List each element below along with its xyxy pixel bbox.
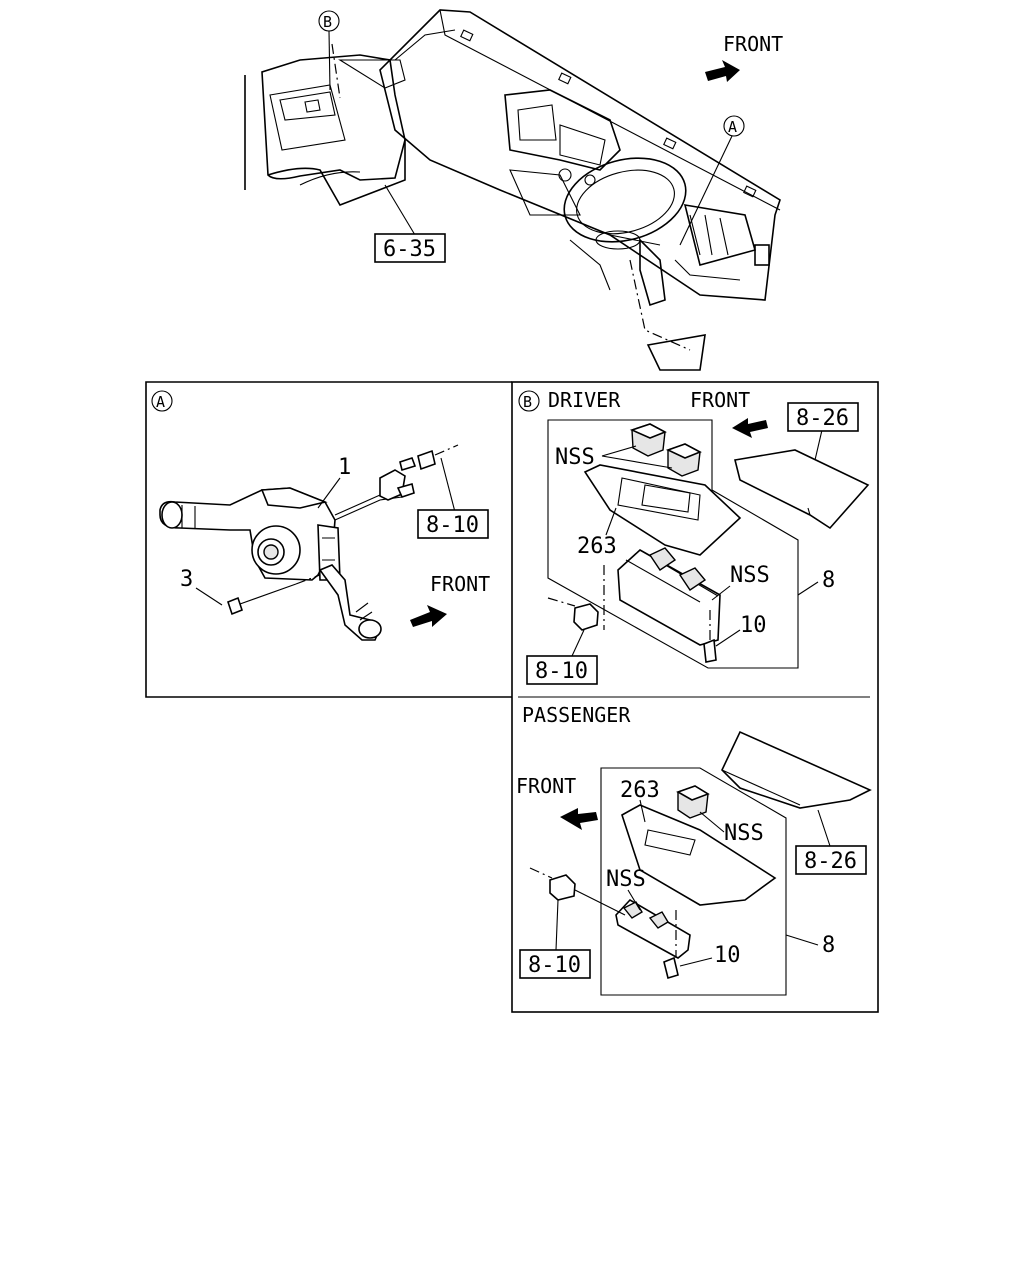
driver-title: DRIVER	[548, 388, 621, 412]
driver-ref-box-8-10-label: 8-10	[535, 659, 588, 684]
driver-front-arrow	[732, 418, 768, 438]
dashboard-overview: A B 6-35 FRONT	[244, 9, 783, 371]
door-frame	[244, 54, 406, 190]
passenger-cover	[721, 730, 872, 809]
panel-a-front-arrow	[410, 605, 447, 627]
driver-nss-unit-label: NSS	[730, 563, 770, 588]
driver-front-label: FRONT	[690, 388, 750, 412]
driver-nss-switch-label: NSS	[555, 445, 595, 470]
panel-a-ref-box-8-10-label: 8-10	[426, 513, 479, 538]
driver-part-8-label: 8	[822, 568, 835, 593]
passenger-nss-unit-label: NSS	[606, 867, 646, 892]
passenger-nss-switch-label: NSS	[724, 821, 764, 846]
passenger-part-263-label: 263	[620, 778, 660, 803]
ref-box-6-35-label: 6-35	[383, 237, 436, 262]
panel-a: A 8-10 1	[145, 381, 512, 698]
callout-b-top: B	[323, 13, 332, 31]
panel-b-border	[511, 381, 879, 1013]
driver-part-10-label: 10	[740, 613, 767, 638]
dashboard-outline	[379, 9, 781, 301]
passenger-title: PASSENGER	[522, 703, 631, 727]
panel-a-callout: A	[156, 393, 165, 411]
part-3-label: 3	[180, 567, 193, 592]
front-label-top: FRONT	[723, 32, 783, 56]
driver-bezel	[583, 464, 742, 556]
front-arrow-top	[705, 60, 740, 82]
passenger-ref-box-8-26-label: 8-26	[804, 849, 857, 874]
driver-ref-box-8-10	[526, 655, 598, 685]
panel-a-ref-box-8-10	[417, 509, 489, 539]
passenger-part-10-label: 10	[714, 943, 741, 968]
callout-a-top: A	[728, 118, 737, 136]
passenger-ref-box-8-10-label: 8-10	[528, 953, 581, 978]
passenger-front-label: FRONT	[516, 774, 576, 798]
combination-switch	[159, 456, 417, 641]
panel-a-border	[145, 381, 512, 698]
passenger-part-8-label: 8	[822, 933, 835, 958]
ref-box-6-35	[374, 233, 446, 263]
panel-b-callout: B	[523, 393, 532, 411]
driver-ref-box-8-26-label: 8-26	[796, 406, 849, 431]
driver-part-263-label: 263	[577, 534, 617, 559]
passenger-ref-box-8-10	[519, 949, 591, 979]
panel-b: B DRIVER FRONT NSS 263 NSS 10 8	[511, 381, 879, 1013]
panel-a-front-label: FRONT	[430, 572, 490, 596]
passenger-ref-box-8-26	[795, 845, 867, 875]
driver-cover	[734, 449, 870, 530]
passenger-front-arrow	[560, 808, 598, 830]
part-1-label: 1	[338, 455, 351, 480]
steering-wheel	[563, 157, 687, 243]
passenger-bezel	[621, 804, 777, 906]
driver-ref-box-8-26	[787, 402, 859, 432]
